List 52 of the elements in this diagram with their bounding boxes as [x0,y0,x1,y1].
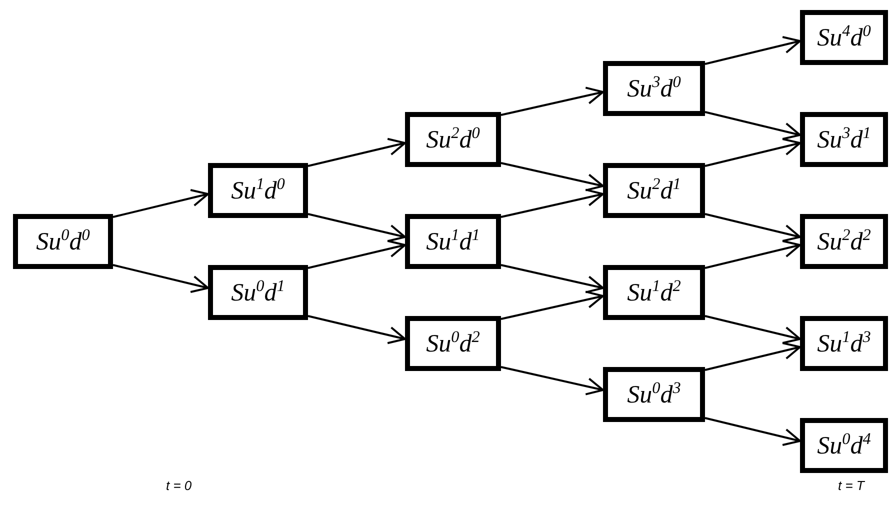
state-box [800,316,888,370]
state-box [13,214,113,268]
state-box [603,264,705,320]
arrow [704,36,801,65]
price-formula: Su$^{1}$d$^{1}$ [426,227,480,255]
state-box [405,214,501,268]
arrow [500,366,604,396]
state-box [208,264,308,320]
price-formula: Su$^{3}$d$^{0}$ [627,74,681,102]
arrow [500,162,604,192]
arrow [704,342,801,371]
price-formula: Su$^{1}$d$^{0}$ [231,176,285,204]
price-formula: Su$^{0}$d$^{1}$ [231,278,285,306]
price-formula: Su$^{0}$d$^{3}$ [627,380,681,408]
arrow [112,264,209,293]
arrow [308,315,406,344]
state-box [800,214,888,268]
arrow [308,213,406,242]
price-formula: Su$^{1}$d$^{3}$ [817,329,871,357]
arrow [112,189,209,218]
state-box [603,60,705,116]
arrow [500,188,604,218]
state-box [603,366,705,422]
arrow [500,86,604,116]
arrow [704,213,801,242]
arrow [704,138,801,167]
price-formula: Su$^{2}$d$^{0}$ [426,125,480,153]
arrow [500,290,604,320]
price-formula: Su$^{0}$d$^{0}$ [36,227,90,255]
price-formula: Su$^{4}$d$^{0}$ [817,23,871,51]
state-box [800,112,888,166]
price-formula: Su$^{3}$d$^{1}$ [817,125,871,153]
arrow [704,240,801,269]
time-label: t = T [838,478,864,493]
arrow [704,417,801,446]
state-box [208,162,308,218]
state-box [405,316,501,370]
arrow [308,240,406,269]
arrow [704,111,801,140]
time-label: t = 0 [166,478,192,493]
price-formula: Su$^{0}$d$^{2}$ [426,329,480,357]
price-formula: Su$^{2}$d$^{1}$ [627,176,681,204]
state-box [603,162,705,218]
arrow [500,264,604,294]
price-formula: Su$^{2}$d$^{2}$ [817,227,871,255]
arrow [704,315,801,344]
price-formula: Su$^{0}$d$^{4}$ [817,431,871,459]
arrow [308,138,406,167]
price-formula: Su$^{1}$d$^{2}$ [627,278,681,306]
state-box [800,418,888,472]
state-box [405,112,501,166]
state-box [800,10,888,64]
